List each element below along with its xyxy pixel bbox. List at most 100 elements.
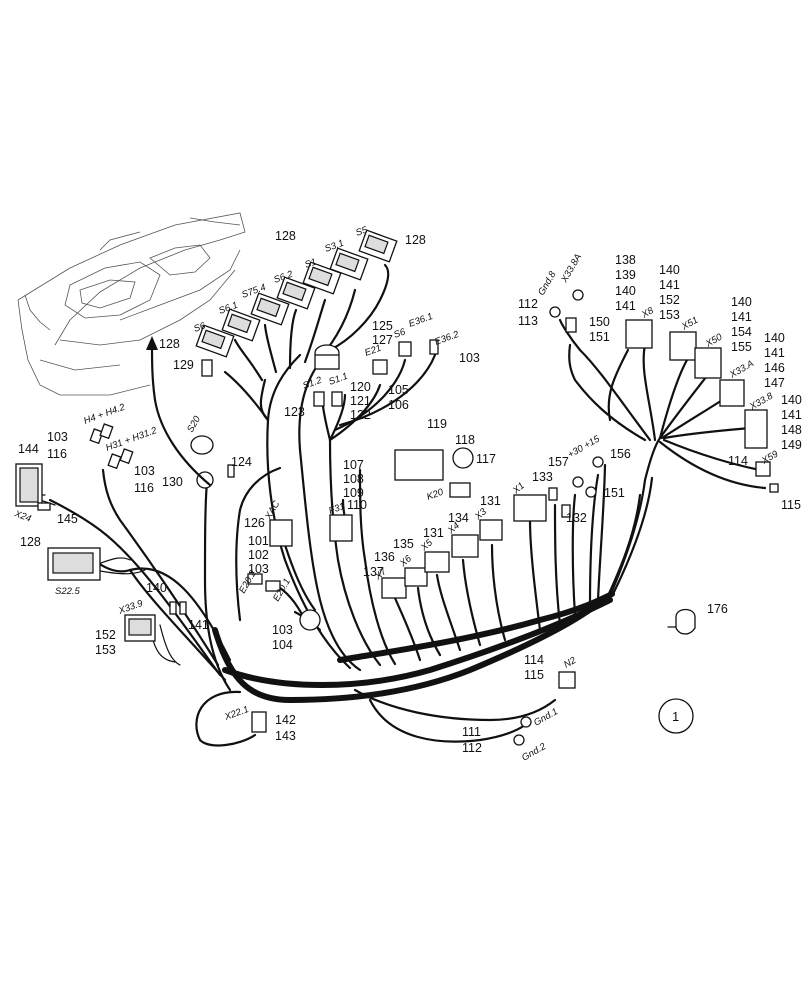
view-callout-label: 1	[672, 709, 679, 724]
part-number: 103	[248, 562, 269, 576]
part-number: 138	[615, 253, 636, 267]
part-number: 142	[275, 713, 296, 727]
part-number: 105	[388, 383, 409, 397]
part-number: 107	[343, 458, 364, 472]
part-number: 141	[781, 408, 802, 422]
component-tag: S6	[192, 320, 207, 335]
part-number: 152	[659, 293, 680, 307]
component-tag: K20	[425, 486, 445, 502]
part-number: 153	[95, 643, 116, 657]
part-number: 154	[731, 325, 752, 339]
component-tag: Gnd.1	[532, 706, 560, 728]
part-number: 125	[372, 319, 393, 333]
part-number: 148	[781, 423, 802, 437]
component-tag: S20	[185, 414, 203, 435]
part-number: 140	[764, 331, 785, 345]
part-number: 141	[764, 346, 785, 360]
part-number: 121	[350, 394, 371, 408]
part-number: 120	[350, 380, 371, 394]
part-number: 128	[405, 233, 426, 247]
part-number: 113	[518, 314, 538, 328]
part-number: 108	[343, 472, 364, 486]
component-tag: S5	[354, 224, 369, 239]
component-tag: X24	[12, 508, 33, 524]
part-number: 101	[248, 534, 269, 548]
part-number: 139	[615, 268, 636, 282]
part-number: 155	[731, 340, 752, 354]
location-arrow	[150, 343, 212, 487]
part-number: 153	[659, 308, 680, 322]
component-tag: E36.2	[433, 329, 461, 348]
component-tag: X33.9	[116, 598, 145, 617]
part-number: 117	[476, 452, 496, 466]
part-number: 110	[347, 498, 367, 512]
component-tag: X8	[639, 305, 656, 321]
part-number: 157	[548, 455, 569, 469]
part-number: 130	[162, 475, 183, 489]
part-number: 102	[248, 548, 269, 562]
part-number: 137	[363, 565, 384, 579]
part-number: 109	[343, 486, 364, 500]
part-number: 156	[610, 447, 631, 461]
part-number: 141	[188, 618, 209, 632]
component-tag: S1.2	[301, 375, 324, 392]
connector-shapes	[15, 229, 779, 746]
part-number: 111	[462, 725, 481, 739]
part-number: 114	[728, 454, 748, 468]
part-number: 140	[615, 284, 636, 298]
part-number: 144	[18, 442, 39, 456]
part-number: 140	[731, 295, 752, 309]
part-number: 126	[244, 516, 265, 530]
part-number: 127	[372, 333, 393, 347]
part-number: 141	[659, 278, 680, 292]
part-number: 116	[47, 447, 67, 461]
part-number: 147	[764, 376, 785, 390]
part-number-labels: 128 128 128 129 125 127 103 105 106 123 …	[18, 229, 802, 755]
part-number: 116	[134, 481, 154, 495]
part-number: 140	[146, 581, 167, 595]
component-tag: X33.8A	[559, 252, 585, 285]
view-callout-circle	[658, 698, 694, 734]
part-number: 119	[427, 417, 447, 431]
part-number: 112	[462, 741, 482, 755]
component-tag: X50	[703, 331, 725, 350]
component-tag: F31	[327, 501, 346, 517]
part-number: 122	[350, 408, 371, 422]
part-number: 152	[95, 628, 116, 642]
part-number: 129	[173, 358, 194, 372]
part-number: 106	[388, 398, 409, 412]
part-number: 123	[284, 405, 305, 419]
part-number: 143	[275, 729, 296, 743]
part-number: 151	[589, 330, 610, 344]
component-tag: H4 + H4.2	[82, 402, 127, 427]
part-number: 103	[134, 464, 155, 478]
part-number: 124	[231, 455, 252, 469]
part-number: 140	[659, 263, 680, 277]
part-number: 151	[604, 486, 625, 500]
component-tag: Gnd.2	[520, 741, 549, 764]
part-number: 141	[615, 299, 636, 313]
part-number: 114	[524, 653, 544, 667]
part-number: 135	[393, 537, 414, 551]
part-number: 141	[731, 310, 752, 324]
component-tag: E21	[363, 343, 383, 359]
component-tag: S22.5	[55, 586, 81, 597]
part-number: 131	[423, 526, 444, 540]
part-number: 128	[159, 337, 180, 351]
location-arrowhead	[146, 336, 158, 350]
part-number: 150	[589, 315, 610, 329]
part-number: 176	[707, 602, 728, 616]
part-number: 140	[781, 393, 802, 407]
part-number: 128	[20, 535, 41, 549]
component-tag: S1	[303, 257, 318, 271]
dashboard-sketch	[17, 212, 246, 396]
part-number: 104	[272, 638, 293, 652]
part-number: 103	[272, 623, 293, 637]
part-number: 133	[532, 470, 553, 484]
component-tag: XAC	[263, 499, 283, 522]
part-number: 134	[448, 511, 469, 525]
component-tag: E36.1	[407, 311, 434, 330]
part-number: 103	[459, 351, 480, 365]
main-harness-trunk	[29, 263, 767, 747]
